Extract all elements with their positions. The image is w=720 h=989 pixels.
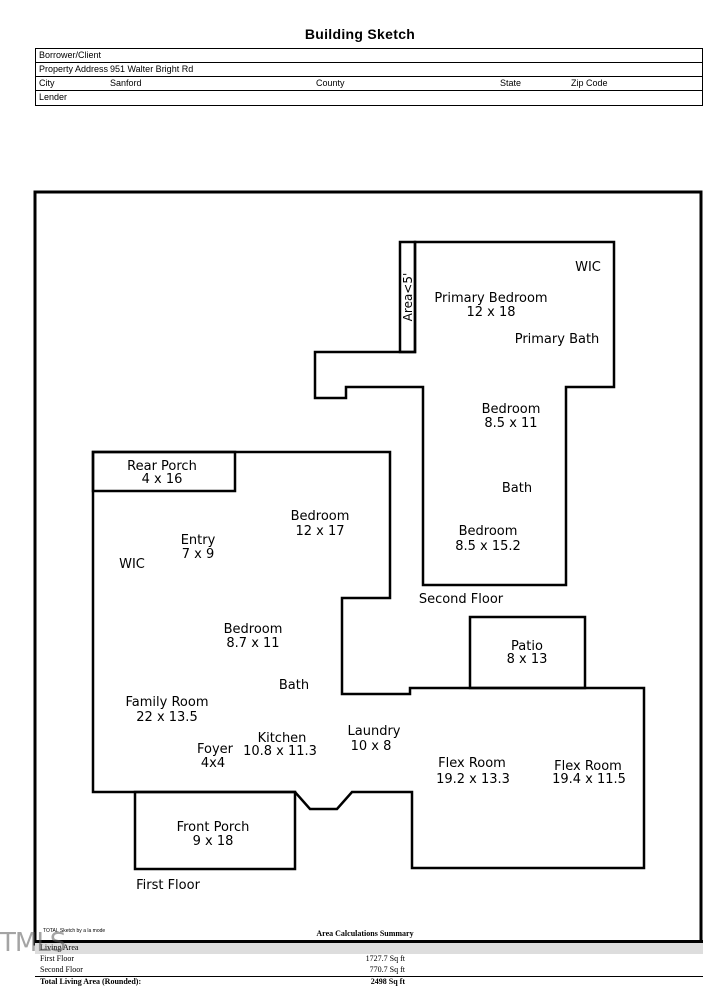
county-label: County [316, 78, 345, 88]
foyer-dim: 4x4 [201, 756, 225, 771]
laundry-dim: 10 x 8 [351, 739, 392, 754]
front-porch-box [133, 790, 297, 871]
second-floor-outline [313, 240, 616, 587]
first-floor-area-value: 1727.7 Sq ft [365, 954, 405, 963]
bedroom-3-label: Bedroom [459, 524, 518, 539]
bedroom-5-label: Bedroom [224, 622, 283, 637]
foyer-label: Foyer [197, 742, 234, 757]
rear-porch-dim: 4 x 16 [142, 472, 183, 487]
laundry-label: Laundry [348, 724, 401, 739]
first-floor-area-label: First Floor [40, 954, 75, 963]
rear-porch-label: Rear Porch [127, 459, 197, 474]
front-porch-label: Front Porch [177, 820, 250, 835]
flex-room-2-label: Flex Room [554, 759, 622, 774]
bedroom-4-label: Bedroom [291, 509, 350, 524]
bedroom-5-dim: 8.7 x 11 [226, 636, 279, 651]
patio-box [468, 615, 587, 690]
wic-left-label: WIC [119, 557, 145, 572]
summary-title: Area Calculations Summary [316, 929, 414, 938]
flex-room-1-label: Flex Room [438, 756, 506, 771]
mls-watermark: TMLS [0, 928, 66, 958]
patio-dim: 8 x 13 [507, 652, 548, 667]
property-info-table: Borrower/Client Property Address 951 Wal… [35, 48, 703, 106]
second-floor-row: Second Floor 770.7 Sq ft [35, 965, 703, 976]
primary-bedroom-label: Primary Bedroom [434, 291, 547, 306]
bedroom-2-label: Bedroom [482, 402, 541, 417]
total-area-value: 2498 Sq ft [370, 977, 405, 986]
primary-bedroom-dim: 12 x 18 [466, 305, 515, 320]
bath-1st-label: Bath [279, 678, 309, 693]
living-area-label: Living Area [40, 943, 79, 952]
summary-top-rule [35, 940, 703, 943]
kitchen-dim: 10.8 x 11.3 [243, 744, 317, 759]
small-area-strip [398, 240, 417, 354]
state-label: State [500, 78, 522, 88]
borrower-label: Borrower/Client [39, 50, 102, 60]
rear-porch-box [91, 450, 237, 493]
second-floor-label: Second Floor [419, 592, 504, 607]
second-floor-area-value: 770.7 Sq ft [369, 965, 405, 974]
patio-label: Patio [511, 639, 543, 654]
address-value: 951 Walter Bright Rd [110, 64, 194, 74]
family-room-dim: 22 x 13.5 [136, 710, 197, 725]
zip-label: Zip Code [571, 78, 608, 88]
borrower-row: Borrower/Client [36, 49, 702, 63]
lender-label: Lender [39, 92, 68, 102]
page-title: Building Sketch [304, 26, 416, 42]
summary-header-row: Living Area [35, 943, 703, 954]
first-floor-row: First Floor 1727.7 Sq ft [35, 954, 703, 965]
lender-row: Lender [36, 91, 702, 105]
address-row: Property Address 951 Walter Bright Rd [36, 63, 702, 77]
kitchen-label: Kitchen [258, 731, 307, 746]
bedroom-2-dim: 8.5 x 11 [484, 416, 537, 431]
bath-2nd-label: Bath [502, 481, 532, 496]
entry-dim: 7 x 9 [182, 547, 215, 562]
city-row: City Sanford County State Zip Code [36, 77, 702, 91]
area-summary-table: Living Area First Floor 1727.7 Sq ft Sec… [35, 940, 703, 989]
second-floor-area-label: Second Floor [40, 965, 83, 974]
entry-label: Entry [181, 533, 216, 548]
flex-room-2-dim: 19.4 x 11.5 [552, 772, 626, 787]
small-area-label: Area<5' [401, 273, 415, 322]
first-floor-outline [91, 450, 646, 870]
first-floor-label: First Floor [136, 878, 200, 893]
sketch-credit: TOTAL Sketch by a la mode [43, 928, 106, 934]
bedroom-4-dim: 12 x 17 [295, 524, 344, 539]
total-area-label: Total Living Area (Rounded): [40, 977, 142, 986]
address-label: Property Address [39, 64, 109, 74]
city-value: Sanford [110, 78, 142, 88]
wic-top-label: WIC [575, 260, 601, 275]
family-room-label: Family Room [126, 695, 209, 710]
primary-bath-label: Primary Bath [515, 332, 600, 347]
flex-room-1-dim: 19.2 x 13.3 [436, 772, 510, 787]
city-label: City [39, 78, 55, 88]
front-porch-dim: 9 x 18 [193, 834, 234, 849]
bedroom-3-dim: 8.5 x 15.2 [455, 539, 521, 554]
total-row: Total Living Area (Rounded): 2498 Sq ft [35, 976, 703, 988]
